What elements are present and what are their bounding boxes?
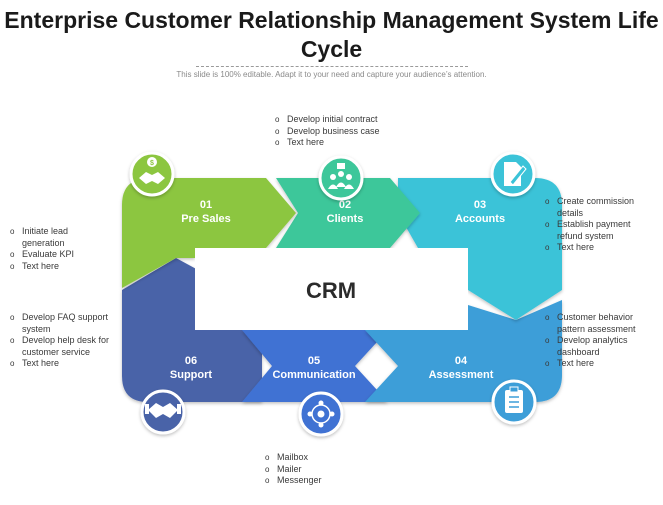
note-item: Create commission details bbox=[545, 196, 655, 219]
note-item: Text here bbox=[10, 261, 110, 273]
stage-05-number: 05 bbox=[308, 355, 320, 367]
stage-02-name: Clients bbox=[327, 213, 364, 225]
assessment-notes: Customer behavior pattern assessment Dev… bbox=[545, 312, 657, 370]
note-item: Develop FAQ support system bbox=[10, 312, 122, 335]
stage-01-number: 01 bbox=[200, 199, 212, 211]
note-item: Develop initial contract bbox=[275, 114, 405, 126]
stage-05-communication-shape bbox=[242, 330, 388, 402]
pre-sales-notes: Initiate lead generation Evaluate KPI Te… bbox=[10, 226, 110, 272]
accounts-notes: Create commission details Establish paym… bbox=[545, 196, 655, 254]
note-item: Messenger bbox=[265, 475, 375, 487]
note-item: Text here bbox=[545, 242, 655, 254]
handshake-dollar-icon: $ bbox=[129, 151, 175, 197]
stage-06-support-shape bbox=[122, 258, 262, 402]
note-item: Customer behavior pattern assessment bbox=[545, 312, 657, 335]
page-subtitle: This slide is 100% editable. Adapt it to… bbox=[176, 70, 487, 79]
svg-text:$: $ bbox=[150, 160, 154, 167]
page-title: Enterprise Customer Relationship Managem… bbox=[4, 7, 659, 62]
note-item: Text here bbox=[545, 358, 657, 370]
note-item: Initiate lead generation bbox=[10, 226, 110, 249]
stage-02-clients-shape bbox=[276, 178, 420, 248]
stage-04-name: Assessment bbox=[429, 369, 494, 381]
stage-02-number: 02 bbox=[339, 199, 351, 211]
note-item: Text here bbox=[10, 358, 122, 370]
note-item: Develop business case bbox=[275, 126, 405, 138]
client-group-icon bbox=[318, 155, 364, 201]
stage-05-name: Communication bbox=[272, 369, 355, 381]
note-item: Develop analytics dashboard bbox=[545, 335, 657, 358]
stage-01-pre-sales-shape bbox=[122, 178, 296, 288]
note-item: Develop help desk for customer service bbox=[10, 335, 122, 358]
crm-center-box bbox=[195, 248, 468, 330]
note-item: Establish payment refund system bbox=[545, 219, 655, 242]
document-pen-icon bbox=[490, 151, 536, 197]
note-item: Mailer bbox=[265, 464, 375, 476]
clipboard-checklist-icon bbox=[491, 379, 537, 425]
support-notes: Develop FAQ support system Develop help … bbox=[10, 312, 122, 370]
stage-03-name: Accounts bbox=[455, 213, 505, 225]
stage-03-accounts-shape bbox=[398, 178, 562, 320]
note-item: Mailbox bbox=[265, 452, 375, 464]
network-people-icon bbox=[298, 391, 344, 437]
stage-06-number: 06 bbox=[185, 355, 197, 367]
stage-03-number: 03 bbox=[474, 199, 486, 211]
title-divider bbox=[196, 66, 468, 67]
note-item: Evaluate KPI bbox=[10, 249, 110, 261]
stage-04-number: 04 bbox=[455, 355, 468, 367]
communication-notes: Mailbox Mailer Messenger bbox=[265, 452, 375, 487]
note-item: Text here bbox=[275, 137, 405, 149]
handshake-icon bbox=[140, 389, 186, 435]
stage-04-assessment-shape bbox=[365, 300, 562, 402]
stage-06-name: Support bbox=[170, 369, 212, 381]
clients-notes: Develop initial contract Develop busines… bbox=[275, 114, 405, 149]
stage-01-name: Pre Sales bbox=[181, 213, 231, 225]
crm-center-label: CRM bbox=[306, 278, 356, 303]
